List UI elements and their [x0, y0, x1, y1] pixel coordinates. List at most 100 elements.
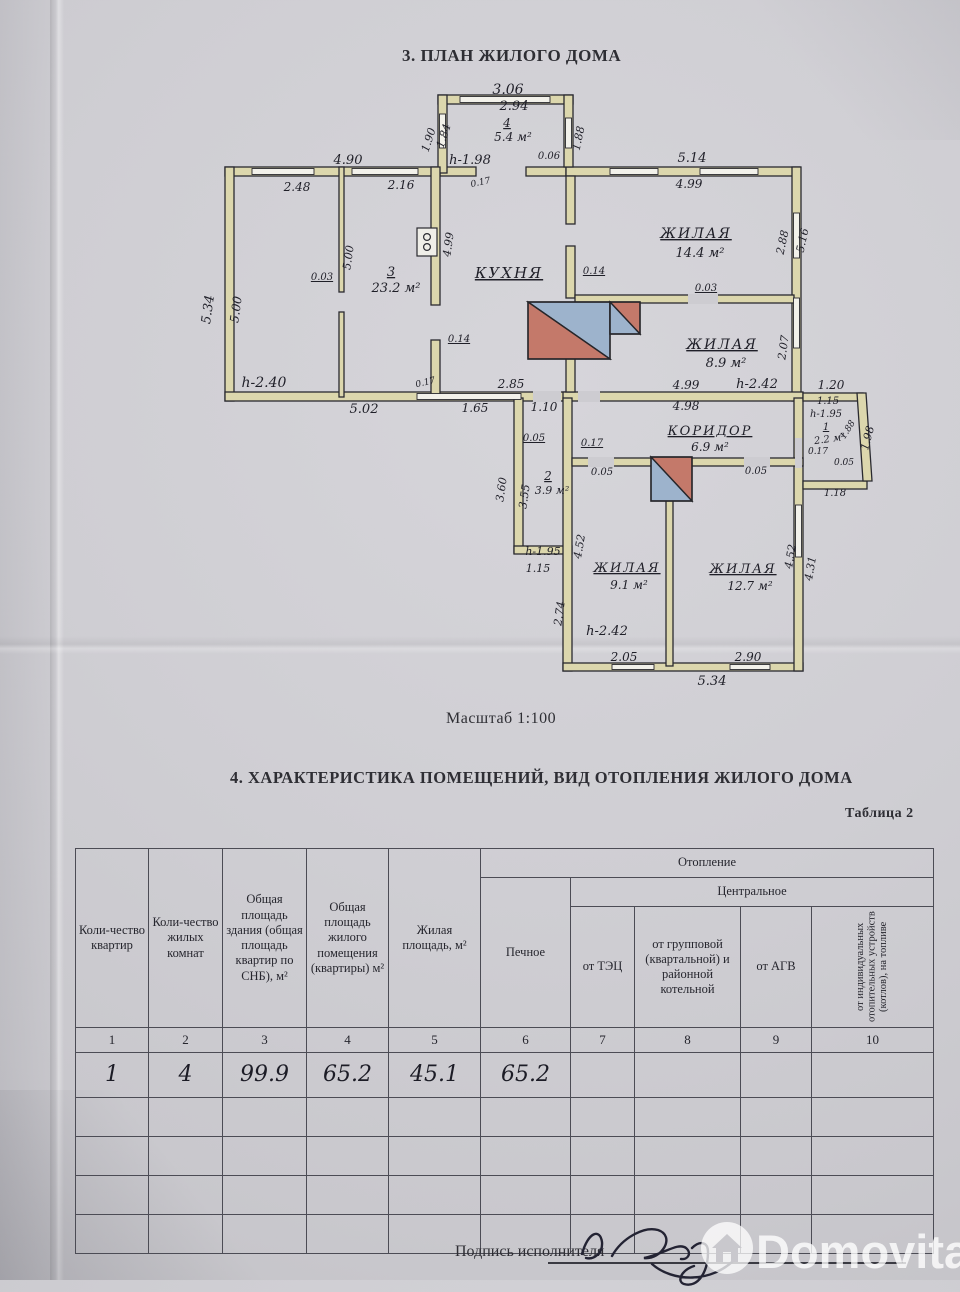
dimension-label: 0.06 [538, 151, 561, 162]
dimension-label: 5.02 [350, 402, 379, 417]
dimension-label: 2.90 [734, 650, 762, 664]
col-header-6: Печное [480, 877, 571, 1028]
dimension-label: 1.98 [858, 425, 877, 452]
dimension-label: 2.94 [499, 99, 529, 114]
value-cell [634, 1052, 741, 1098]
door-openings [533, 294, 802, 468]
col-header-9: от АГВ [740, 906, 812, 1028]
col-number: 7 [570, 1027, 635, 1053]
dimension-label: 5.14 [678, 151, 707, 166]
col-number: 1 [75, 1027, 149, 1053]
value-cell: 45.1 [388, 1052, 481, 1098]
section3-title: 3. ПЛАН ЖИЛОГО ДОМА [402, 46, 622, 65]
value-cell [570, 1052, 635, 1098]
col-header-5: Жилая площадь, м² [388, 848, 481, 1028]
dimension-label: 0.03 [311, 272, 333, 283]
dimension-label: 2.48 [283, 180, 311, 194]
walls [224, 94, 873, 672]
dimension-label: 1.88 [839, 419, 858, 442]
table-caption: Таблица 2 [845, 806, 914, 821]
dimension-label: 4.52 [571, 533, 588, 560]
dimension-label: 5.00 [227, 295, 245, 324]
characteristics-table: Коли-чество квартир Коли-чество жилых ко… [75, 848, 935, 1254]
dimension-label: 5.4 м² [494, 130, 532, 144]
col-header-3: Общая площадь здания (общая площадь квар… [222, 848, 307, 1028]
col-number: 6 [480, 1027, 571, 1053]
col-number: 9 [740, 1027, 812, 1053]
dimension-label: 12.7 м² [727, 579, 772, 593]
col-number: 4 [306, 1027, 389, 1053]
dimension-label: 5.00 [340, 244, 356, 270]
dimension-label: h-2.42 [586, 624, 628, 639]
heating-stoves [525, 300, 694, 503]
dimension-label: 2.05 [610, 650, 638, 664]
dimension-label: 8.9 м² [706, 356, 747, 371]
dimension-label: 0.17 [581, 438, 604, 449]
dimension-label: h-2.40 [242, 375, 287, 391]
dimension-label: h-1.95 [525, 545, 560, 558]
dimension-label: 0.14 [448, 334, 470, 345]
dimension-label: 5.16 [794, 227, 812, 254]
dimension-label: 0.17 [415, 376, 437, 391]
col-header-10: от индивидуальных отопительных устройств… [810, 906, 935, 1028]
room-label: ЖИЛАЯ [708, 562, 776, 577]
room-label: ЖИЛАЯ [685, 337, 758, 353]
table-row-empty [75, 1175, 935, 1215]
value-cell: 4 [148, 1052, 223, 1098]
dimension-label: h-2.42 [736, 377, 778, 392]
dimension-label: 4.99 [672, 378, 700, 392]
dimension-label: h-1.95 [810, 409, 842, 420]
col-number: 5 [388, 1027, 481, 1053]
dimension-label: h-1.98 [449, 153, 491, 168]
dimension-label: 1.88 [570, 125, 588, 152]
dimension-label: 1.90 [419, 126, 439, 153]
dimension-label: 0.17 [470, 176, 492, 190]
scale-note: Масштаб 1:100 [446, 710, 557, 727]
dimension-label: 4.98 [672, 399, 700, 413]
dimension-label: 3.9 м² [535, 484, 570, 497]
value-cell [810, 1052, 935, 1098]
dimension-label: 4.31 [802, 555, 819, 582]
col-header-2: Коли-чество жилых комнат [148, 848, 223, 1028]
dimension-label: 0.03 [695, 283, 717, 294]
dimension-label: 4.90 [333, 153, 363, 168]
stove-icon [416, 227, 438, 257]
signature-line [548, 1262, 906, 1264]
dimension-label: 4 [502, 116, 511, 130]
windows [251, 96, 802, 670]
dimension-label: 0.14 [583, 266, 605, 277]
dimension-label: 0.05 [523, 433, 545, 444]
col-header-10-text: от индивидуальных отопительных устройств… [855, 911, 890, 1023]
value-cell: 99.9 [222, 1052, 307, 1098]
dimension-label: 4.99 [675, 177, 703, 191]
dimension-label: 2 [543, 469, 552, 483]
room-label: ЖИЛАЯ [659, 226, 732, 242]
dimension-label: 1 [823, 422, 829, 433]
table-row-central: Печное Центральное [76, 877, 935, 1028]
col-number: 10 [810, 1027, 935, 1053]
dimension-label: 1.65 [462, 401, 489, 415]
dimension-label: 3 [387, 265, 395, 280]
paper-edge-shadow [0, 0, 52, 1280]
room-label: КУХНЯ [474, 264, 543, 282]
paper-corner-shadow-top [720, 0, 960, 140]
dimension-label: 1.84 [434, 122, 454, 149]
col-header-8: от групповой (квартальной) и районной ко… [634, 906, 741, 1028]
dimension-label: 6.9 м² [691, 440, 729, 454]
dimension-label: 1.15 [817, 396, 839, 407]
paper-crease-horizontal [0, 636, 960, 654]
dimension-label: 5.34 [698, 674, 727, 689]
col-number: 8 [634, 1027, 741, 1053]
dimension-label: 2.07 [775, 334, 791, 361]
table-row-numbers: 1 2 3 4 5 6 7 8 9 10 [75, 1027, 935, 1053]
dimension-label: 0.17 [808, 447, 828, 457]
col-header-7: от ТЭЦ [570, 906, 635, 1028]
dimension-label: 1.18 [824, 488, 846, 499]
dimension-label: 0.05 [834, 458, 854, 468]
dimension-label: 2.16 [387, 178, 415, 192]
value-cell [740, 1052, 812, 1098]
dimension-label: 5.34 [199, 294, 218, 325]
table-row-empty [75, 1097, 935, 1137]
